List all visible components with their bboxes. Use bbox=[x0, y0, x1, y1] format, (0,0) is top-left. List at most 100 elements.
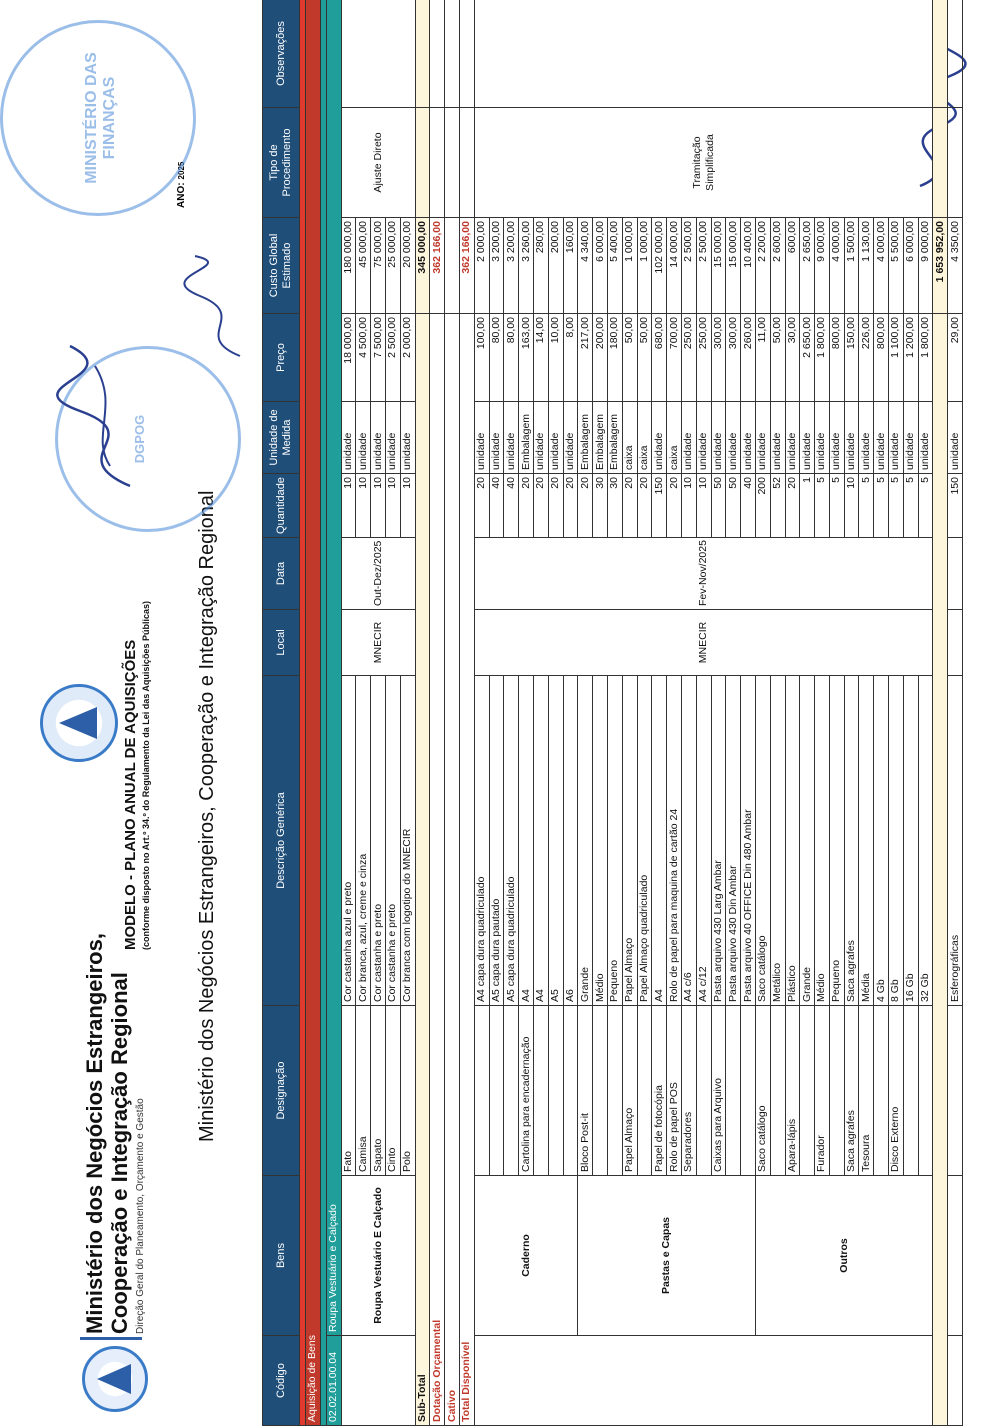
unidade-cell: unidade bbox=[711, 401, 726, 474]
custo-cell: 2 000,00 bbox=[474, 217, 490, 314]
descricao-cell: 16 Gb bbox=[903, 675, 919, 1006]
unidade-cell: unidade bbox=[725, 401, 741, 474]
preco-cell: 1 800,00 bbox=[814, 313, 830, 402]
custo-cell: 4 350,00 bbox=[947, 217, 963, 314]
unidade-cell: unidade bbox=[681, 401, 697, 474]
unidade-cell: unidade bbox=[814, 401, 830, 474]
custo-cell: 102 000,00 bbox=[651, 217, 667, 314]
preco-cell: 180,00 bbox=[607, 313, 623, 402]
designacao-cell bbox=[829, 1005, 845, 1176]
finance-ministry-stamp: MINISTÉRIO DAS FINANÇAS bbox=[0, 20, 196, 216]
unidade-cell: Embalagem bbox=[518, 401, 534, 474]
unidade-cell: unidade bbox=[385, 401, 401, 474]
quantidade-cell: 20 bbox=[548, 473, 564, 538]
unidade-cell: unidade bbox=[799, 401, 815, 474]
subtotal-row: Sub-Total 345 000,00 bbox=[415, 0, 430, 1426]
preco-cell: 50,00 bbox=[770, 313, 785, 402]
preco-cell: 4 500,00 bbox=[355, 313, 371, 402]
custo-cell: 4 000,00 bbox=[829, 217, 845, 314]
designacao-cell bbox=[918, 1005, 933, 1176]
quantidade-cell: 5 bbox=[873, 473, 889, 538]
unidade-cell: unidade bbox=[755, 401, 771, 474]
custo-cell: 75 000,00 bbox=[370, 217, 386, 314]
descricao-cell: Cor castanha e preto bbox=[370, 675, 386, 1006]
quantidade-cell: 10 bbox=[385, 473, 401, 538]
col-bens: Bens bbox=[262, 1175, 300, 1336]
coat-of-arms-icon bbox=[40, 684, 118, 762]
quantidade-cell: 20 bbox=[666, 473, 682, 538]
preco-cell: 18 000,00 bbox=[341, 313, 356, 402]
unidade-cell: Embalagem bbox=[607, 401, 623, 474]
preco-cell: 11,00 bbox=[755, 313, 771, 402]
quantidade-cell: 5 bbox=[903, 473, 919, 538]
unidade-cell: unidade bbox=[696, 401, 712, 474]
unidade-cell: unidade bbox=[651, 401, 667, 474]
unidade-cell: unidade bbox=[474, 401, 490, 474]
unidade-cell: unidade bbox=[533, 401, 549, 474]
quantidade-cell: 20 bbox=[785, 473, 800, 538]
quantidade-cell: 30 bbox=[592, 473, 608, 538]
designacao-cell bbox=[903, 1005, 919, 1176]
preco-cell: 80,00 bbox=[503, 313, 519, 402]
quantidade-cell: 50 bbox=[711, 473, 726, 538]
designacao-cell bbox=[533, 1005, 549, 1176]
table-row: Esferográficas 150 unidade 29,00 4 350,0… bbox=[947, 0, 963, 1426]
preco-cell: 226,00 bbox=[858, 313, 874, 402]
custo-cell: 200,00 bbox=[548, 217, 564, 314]
designacao-cell: Tesoura bbox=[858, 1005, 874, 1176]
custo-cell: 15 000,00 bbox=[725, 217, 741, 314]
descricao-cell: 8 Gb bbox=[888, 675, 904, 1006]
ministry-subtitle: Direção Geral do Planeamento, Orçamento … bbox=[135, 1098, 146, 1334]
descricao-cell: 32 Gb bbox=[918, 675, 933, 1006]
preco-cell: 7 500,00 bbox=[370, 313, 386, 402]
unidade-cell: unidade bbox=[785, 401, 800, 474]
ministry-line-2: Cooperação e Integração Regional bbox=[107, 972, 132, 1334]
custo-cell: 15 000,00 bbox=[711, 217, 726, 314]
quantidade-cell: 10 bbox=[400, 473, 416, 538]
col-observacoes: Observações bbox=[262, 0, 300, 108]
unidade-cell: unidade bbox=[903, 401, 919, 474]
preco-cell: 680,00 bbox=[651, 313, 667, 402]
unidade-cell: caixa bbox=[666, 401, 682, 474]
custo-cell: 2 500,00 bbox=[696, 217, 712, 314]
designacao-cell bbox=[489, 1005, 504, 1176]
total-row: Total Disponível 362 166,00 bbox=[459, 0, 475, 1426]
designacao-cell: Cartolina para encadernação bbox=[518, 1005, 534, 1176]
designacao-cell bbox=[770, 1005, 785, 1176]
quantidade-cell: 10 bbox=[341, 473, 356, 538]
descricao-cell: Papel Almaço quadriculado bbox=[637, 675, 652, 1006]
quantidade-cell: 1 bbox=[799, 473, 815, 538]
preco-cell: 1 200,00 bbox=[903, 313, 919, 402]
descricao-cell: A4 capa dura quadriculado bbox=[474, 675, 490, 1006]
preco-cell: 800,00 bbox=[829, 313, 845, 402]
designacao-cell: Papel de fotocópia bbox=[651, 1005, 667, 1176]
cativo-row: Cativo bbox=[444, 0, 460, 1426]
descricao-cell: Plástico bbox=[785, 675, 800, 1006]
signature-icon bbox=[56, 344, 131, 488]
descricao-cell: Rolo de papel para maquina de cartão 24 bbox=[666, 675, 682, 1006]
col-preco: Preço bbox=[262, 313, 300, 402]
subtotal-value: 1 653 952,00 bbox=[932, 217, 948, 314]
descricao-cell: A5 bbox=[548, 675, 564, 1006]
designacao-cell: Polo bbox=[400, 1005, 416, 1176]
preco-cell: 1 800,00 bbox=[918, 313, 933, 402]
descricao-cell: Cor castanha azul e preto bbox=[341, 675, 356, 1006]
designacao-cell: Caixas para Arquivo bbox=[711, 1005, 726, 1176]
bens-cell: Pastas e Capas bbox=[577, 1175, 756, 1336]
designacao-cell: Saco catálogo bbox=[755, 1005, 771, 1176]
unidade-cell: unidade bbox=[888, 401, 904, 474]
total-label: Total Disponível bbox=[459, 313, 475, 1426]
quantidade-cell: 10 bbox=[681, 473, 697, 538]
data-cell: Fev-Nov/2025 bbox=[474, 537, 933, 610]
designacao-cell: Separadores bbox=[681, 1005, 697, 1176]
entity-name: Ministério dos Negócios Estrangeiros, Co… bbox=[196, 490, 218, 1142]
quantidade-cell: 5 bbox=[829, 473, 845, 538]
custo-cell: 2 600,00 bbox=[770, 217, 785, 314]
quantidade-cell: 52 bbox=[770, 473, 785, 538]
custo-cell: 3 200,00 bbox=[489, 217, 504, 314]
descricao-cell: A4 bbox=[533, 675, 549, 1006]
ministry-name: Ministério dos Negócios Estrangeiros, Co… bbox=[82, 933, 148, 1334]
descricao-cell: Média bbox=[858, 675, 874, 1006]
descricao-cell: A4 c/6 bbox=[681, 675, 697, 1006]
document-title: MODELO - PLANO ANUAL DE AQUISIÇÕES (conf… bbox=[122, 210, 151, 950]
